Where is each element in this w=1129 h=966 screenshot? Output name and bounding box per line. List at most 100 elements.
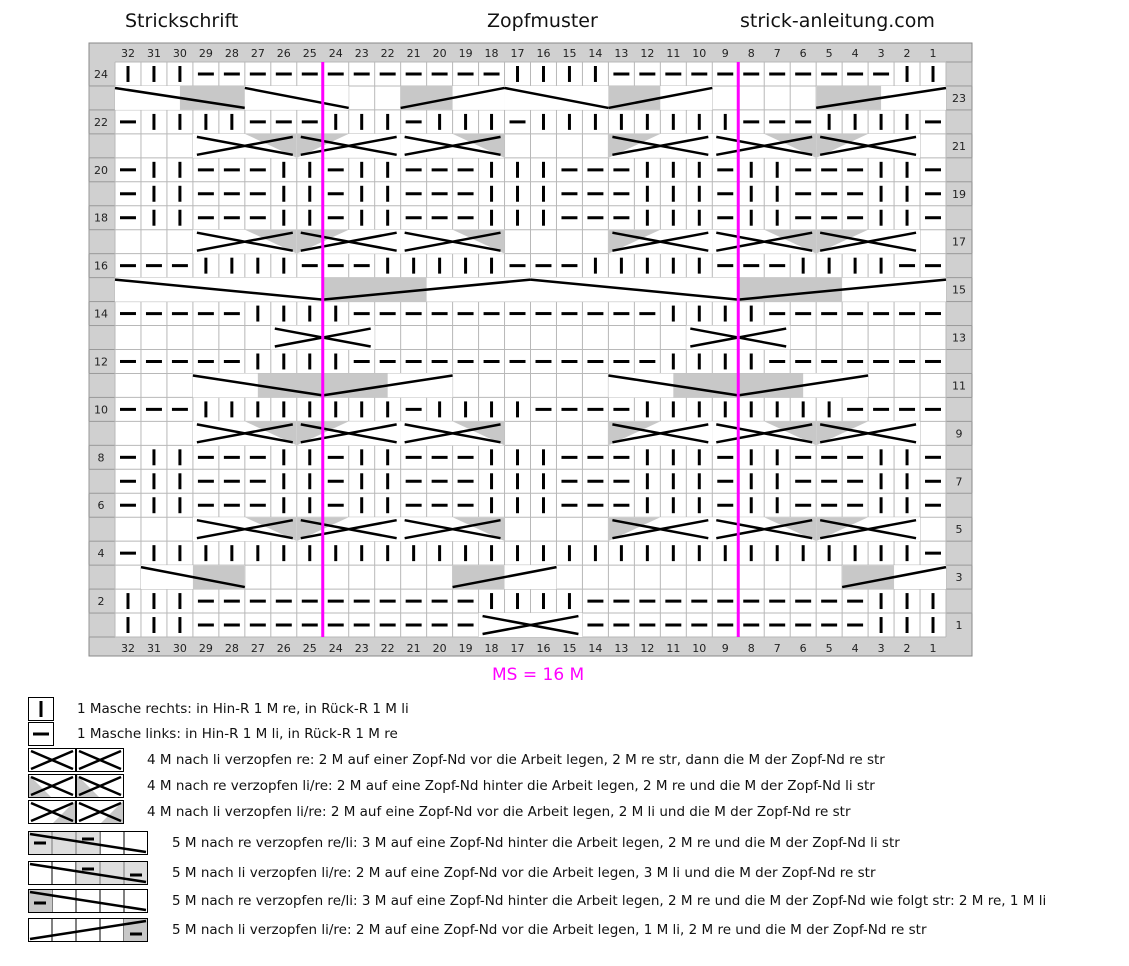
repeat-label: MS = 16 M (492, 665, 585, 685)
column-number-top: 29 (199, 47, 213, 60)
cable-shade (608, 517, 661, 542)
row-number-right: 21 (952, 140, 966, 153)
column-number-bottom: 18 (485, 642, 499, 655)
cable-line (300, 423, 397, 444)
column-number-top: 19 (459, 47, 473, 60)
cable-line (300, 135, 397, 157)
cable-line (819, 423, 917, 444)
cable-shade (816, 85, 882, 110)
cable-line (192, 374, 323, 397)
cable-shade (452, 517, 505, 542)
column-number-top: 13 (614, 47, 628, 60)
column-number-bottom: 27 (251, 642, 265, 655)
column-number-top: 30 (173, 47, 187, 60)
cable-shade (816, 229, 869, 254)
cable-line (196, 231, 294, 252)
cable-shade (764, 421, 817, 446)
column-number-bottom: 25 (303, 642, 317, 655)
cable-shade (608, 421, 661, 446)
row-number-right: 5 (956, 523, 963, 536)
legend-text: 1 Masche rechts: in Hin-R 1 M re, in Rüc… (77, 701, 409, 717)
row-cell-left (88, 516, 116, 542)
column-number-bottom: 11 (666, 642, 680, 655)
cable-line (404, 423, 501, 444)
cable-shade (738, 373, 804, 398)
cable-line (612, 423, 709, 444)
cable-line (819, 518, 917, 540)
column-number-bottom: 24 (329, 642, 343, 655)
chart-type-label: Strickschrift (125, 10, 239, 32)
column-number-top: 6 (800, 47, 807, 60)
column-number-bottom: 19 (459, 642, 473, 655)
cable-5-left-purl-knit-mixed-icon (28, 918, 148, 942)
row-cell-right (945, 444, 973, 470)
column-number-bottom: 12 (640, 642, 654, 655)
cable-shade (296, 421, 349, 446)
row-number-right: 7 (956, 475, 963, 488)
cable-shade (673, 373, 739, 398)
knitting-chart: 3232313130302929282827272626252524242323… (88, 42, 973, 657)
row-cell-right (945, 349, 973, 374)
column-number-top: 2 (904, 47, 911, 60)
column-number-bottom: 6 (800, 642, 807, 655)
cable-line (612, 518, 709, 540)
row-cell-left (88, 372, 116, 398)
column-number-top: 27 (251, 47, 265, 60)
cable-line (300, 231, 397, 252)
row-cell-right (945, 205, 973, 231)
cable-shade (244, 517, 297, 542)
column-number-top: 3 (878, 47, 885, 60)
column-number-top: 15 (562, 47, 576, 60)
cable-line (400, 86, 505, 110)
cable-line (114, 86, 246, 110)
cable-line (815, 86, 947, 110)
column-number-bottom: 15 (562, 642, 576, 655)
pattern-title: Zopfmuster (487, 10, 598, 32)
site-name: strick-anleitung.com (740, 10, 935, 32)
cable-line (196, 423, 294, 444)
column-number-top: 20 (433, 47, 447, 60)
legend-text: 5 M nach li verzopfen li/re: 2 M auf ein… (172, 865, 876, 881)
cable-line (841, 565, 947, 589)
legend-text: 4 M nach re verzopfen li/re: 2 M auf ein… (147, 778, 875, 794)
column-number-bottom: 3 (878, 642, 885, 655)
cable-line (819, 231, 917, 252)
cable-shade (608, 229, 661, 254)
row-cell-right (945, 588, 973, 614)
column-number-top: 17 (511, 47, 525, 60)
row-number-right: 17 (952, 236, 966, 249)
column-number-bottom: 31 (147, 642, 161, 655)
column-number-top: 24 (329, 47, 343, 60)
column-number-bottom: 8 (748, 642, 755, 655)
column-number-top: 5 (826, 47, 833, 60)
row-number-right: 1 (956, 619, 963, 632)
column-number-bottom: 1 (930, 642, 937, 655)
column-number-bottom: 17 (511, 642, 525, 655)
cable-shade (244, 229, 297, 254)
cable-line (482, 614, 579, 636)
row-number-right: 9 (956, 427, 963, 440)
row-cell-right (945, 109, 973, 135)
cable-5-right-knit-purl-mixed-icon (28, 889, 148, 913)
row-number-right: 15 (952, 284, 966, 297)
cable-shade (608, 133, 661, 158)
row-number-left: 20 (94, 164, 108, 177)
cable-shade (244, 133, 297, 158)
column-number-bottom: 30 (173, 642, 187, 655)
column-number-top: 14 (588, 47, 602, 60)
row-cell-right (945, 396, 973, 422)
cable-line (738, 374, 869, 397)
row-cell-left (88, 277, 116, 303)
row-number-left: 6 (98, 499, 105, 512)
cable-line (404, 231, 501, 252)
row-number-left: 10 (94, 403, 108, 416)
column-number-top: 1 (930, 47, 937, 60)
cable-line (716, 423, 813, 444)
column-number-bottom: 10 (692, 642, 706, 655)
row-number-left: 4 (98, 547, 105, 560)
cable-line (300, 518, 397, 540)
row-cell-right (945, 157, 973, 183)
row-number-right: 11 (952, 379, 966, 392)
legend-text: 5 M nach re verzopfen re/li: 3 M auf ein… (172, 835, 900, 851)
cable-shade (452, 565, 505, 590)
